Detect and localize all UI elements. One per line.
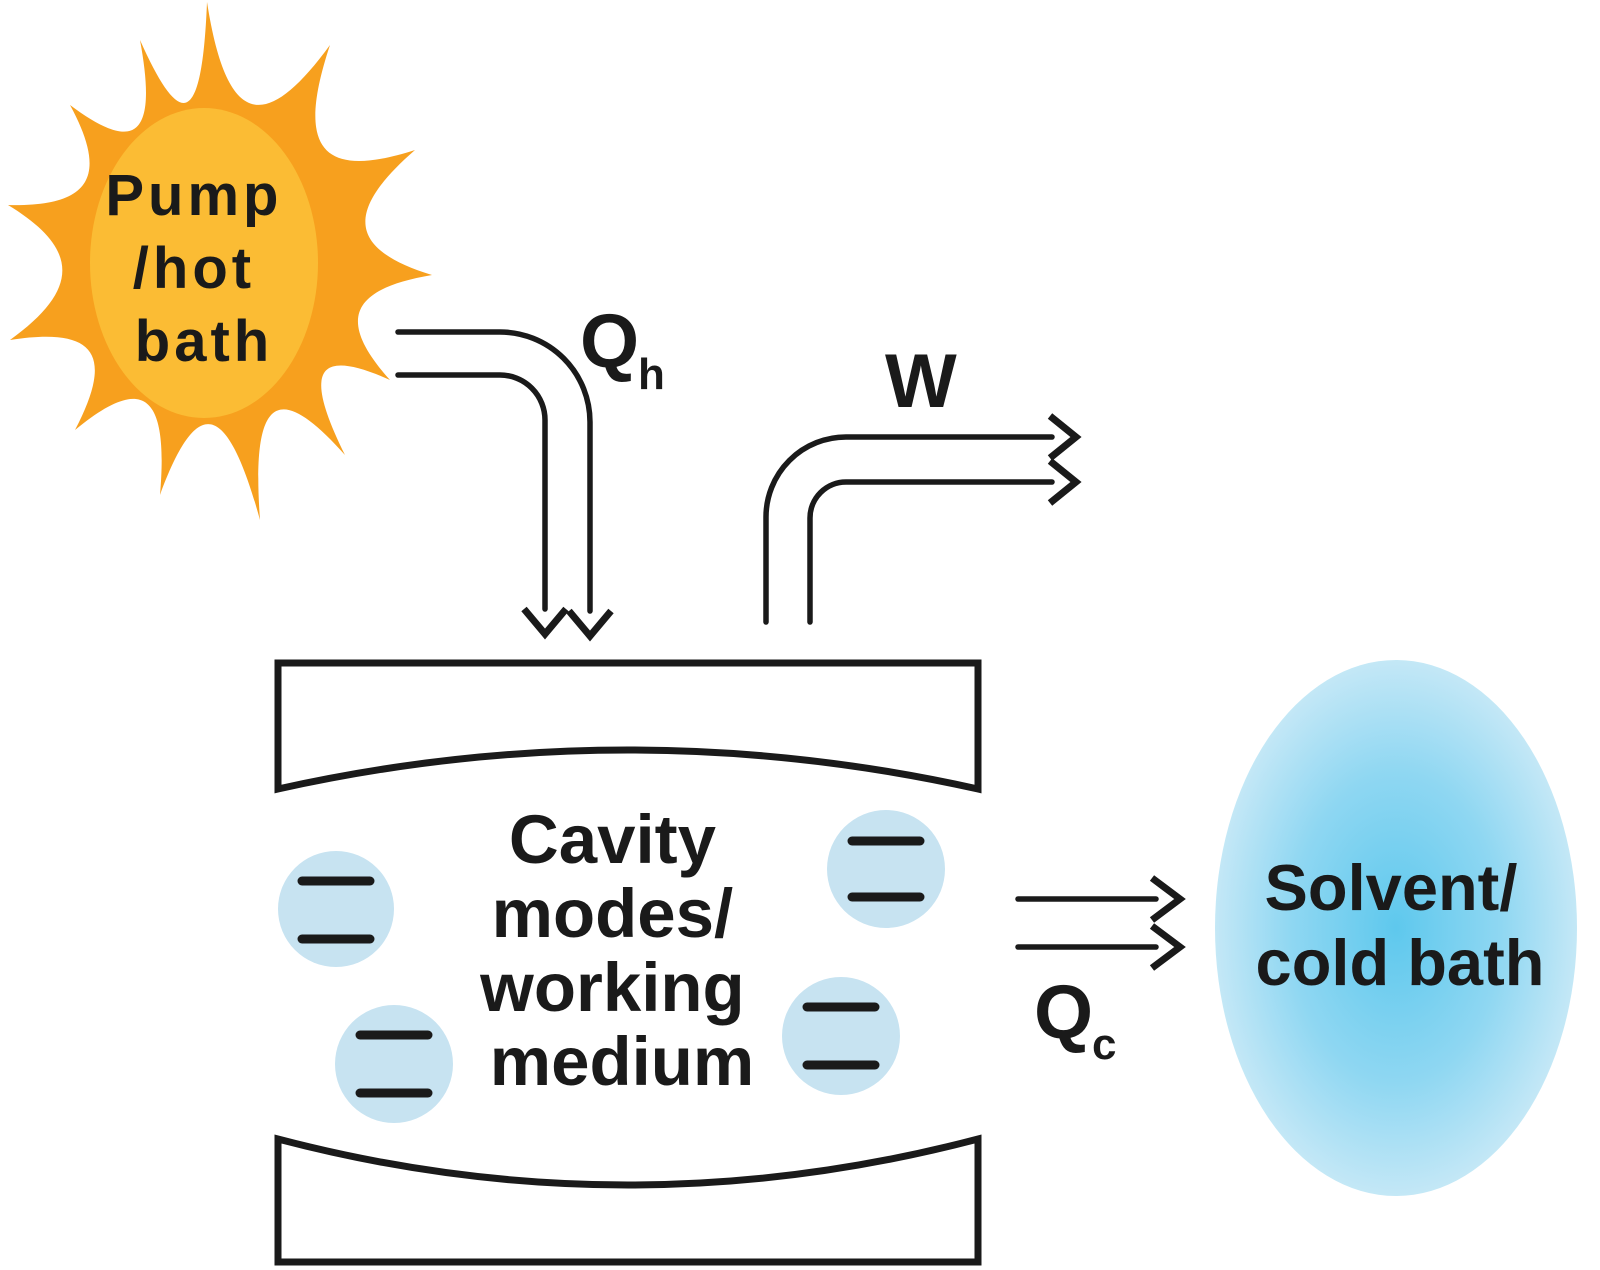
qh-arrow-group: Qh bbox=[395, 299, 665, 642]
atom-circle bbox=[782, 977, 900, 1095]
qc-label: Qc bbox=[1034, 970, 1116, 1069]
atom-upper-left bbox=[278, 851, 394, 967]
atom-circle bbox=[278, 851, 394, 967]
cold-bath-ellipse bbox=[1215, 660, 1577, 1196]
w-label: W bbox=[885, 339, 957, 424]
atom-lower-right bbox=[782, 977, 900, 1095]
w-arrowhead-outer bbox=[1047, 413, 1082, 461]
cold-bath-label: Solvent/ cold bath bbox=[1256, 851, 1545, 999]
qh-arrowhead-inner bbox=[521, 606, 569, 640]
qc-arrowhead-upper bbox=[1149, 875, 1186, 923]
hot-bath-group: Pump /hot bath bbox=[8, 2, 432, 520]
atom-upper-right bbox=[827, 810, 945, 928]
hot-bath-label: Pump /hot bath bbox=[105, 163, 302, 374]
atom-circle bbox=[827, 810, 945, 928]
cavity-bottom-mirror bbox=[274, 1134, 982, 1266]
qh-arrowhead-outer bbox=[566, 608, 614, 642]
qh-arrow-line-inner bbox=[395, 372, 548, 612]
cold-bath-group: Solvent/ cold bath bbox=[1215, 660, 1577, 1196]
cavity-group: Cavity modes/ working medium bbox=[274, 659, 982, 1266]
w-arrow-line-outer bbox=[763, 434, 1055, 625]
w-arrow-group: W bbox=[763, 339, 1082, 625]
qc-arrow-group: Qc bbox=[1015, 875, 1186, 1069]
cavity-label: Cavity modes/ working medium bbox=[479, 801, 764, 1100]
qh-arrow-line-outer bbox=[395, 329, 593, 614]
qc-arrowhead-lower bbox=[1149, 923, 1186, 971]
w-arrowhead-inner bbox=[1047, 458, 1082, 506]
cavity-top-mirror bbox=[274, 659, 982, 794]
w-arrow-line-inner bbox=[807, 479, 1055, 625]
atom-circle bbox=[335, 1005, 453, 1123]
atom-lower-left bbox=[335, 1005, 453, 1123]
qh-label: Qh bbox=[580, 299, 665, 399]
sun-core-ellipse bbox=[90, 108, 318, 418]
